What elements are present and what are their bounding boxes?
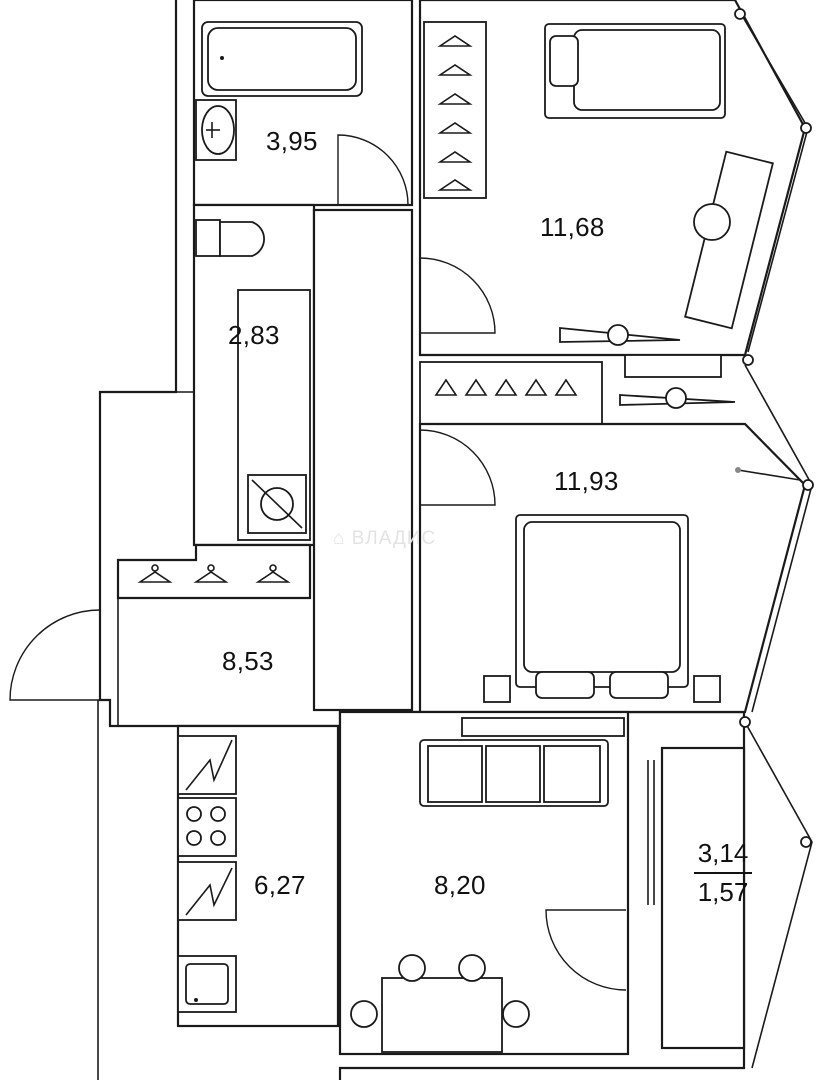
area-bedroom-middle: 11,93 — [554, 466, 619, 496]
bathroom — [192, 0, 414, 207]
stove — [177, 797, 237, 857]
area-hallway: 8,53 — [222, 646, 274, 676]
bathroom-door — [337, 134, 409, 206]
wardrobe-top — [423, 21, 487, 199]
bedroom-top-door — [419, 257, 496, 334]
living-door — [545, 909, 627, 991]
balcony-area-reduced: 1,57 — [697, 877, 749, 907]
balcony-area-total: 3,14 — [697, 838, 749, 868]
chair — [693, 203, 731, 241]
area-living: 8,20 — [434, 870, 486, 900]
area-balcony: 3,14 1,57 — [690, 838, 756, 908]
kitchen — [120, 724, 353, 1050]
house-icon: ⌂ — [333, 528, 346, 549]
watermark-text: ВЛАДИС — [351, 528, 437, 549]
fraction-line — [694, 872, 752, 874]
wardrobe-middle — [419, 354, 736, 425]
area-bathroom: 3,95 — [266, 126, 318, 156]
bedroom-middle — [418, 422, 807, 714]
area-bedroom-top: 11,68 — [540, 212, 605, 242]
hall-closet — [116, 543, 312, 600]
wc — [192, 203, 382, 547]
dining-table — [381, 977, 503, 1053]
bedroom-top — [418, 0, 807, 357]
watermark: ⌂ ВЛАДИС — [333, 528, 436, 550]
hangers-hall — [137, 564, 291, 583]
toilet-bowl — [219, 221, 265, 257]
balcony — [660, 746, 746, 1050]
area-kitchen: 6,27 — [254, 870, 306, 900]
living — [338, 710, 655, 1056]
bedroom-middle-door — [419, 429, 496, 506]
toilet-tank — [195, 219, 221, 257]
area-toilet: 2,83 — [228, 320, 280, 350]
hangers-top — [437, 35, 473, 191]
entrance-door — [9, 609, 101, 701]
windows-right — [734, 8, 814, 1069]
